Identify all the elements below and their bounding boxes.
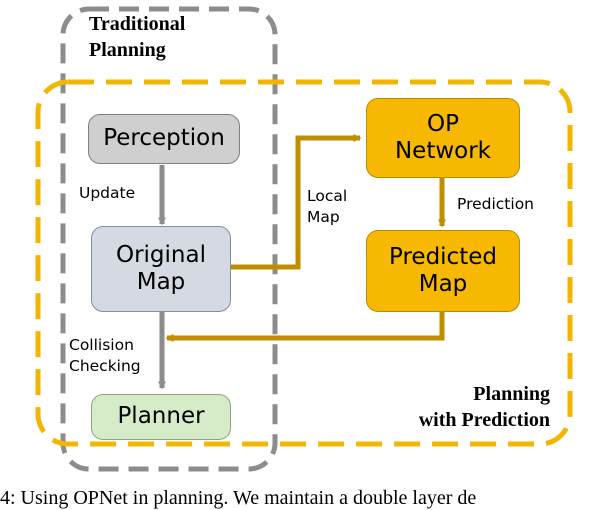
traditional-planning-group: [60, 6, 278, 472]
perception-node: Perception: [88, 114, 240, 164]
op-network-node: OP Network: [366, 98, 520, 178]
planning-with-prediction-label: Planning with Prediction: [418, 383, 550, 431]
traditional-planning-label: Traditional Planning: [89, 13, 186, 61]
update-label: Update: [79, 184, 136, 202]
local-map-arrow: [231, 134, 362, 270]
figure-caption: 4: Using OPNet in planning. We maintain …: [0, 487, 477, 509]
planner-node: Planner: [91, 394, 231, 440]
prediction-label: Prediction: [457, 195, 535, 213]
feedback-arrow: [165, 311, 445, 342]
collision-checking-label: Collision Checking: [69, 336, 141, 376]
original-map-node: Original Map: [91, 226, 231, 312]
planning-with-prediction-group: [35, 79, 573, 447]
local-map-label: Local Map: [307, 187, 348, 227]
predicted-map-node: Predicted Map: [366, 230, 520, 312]
